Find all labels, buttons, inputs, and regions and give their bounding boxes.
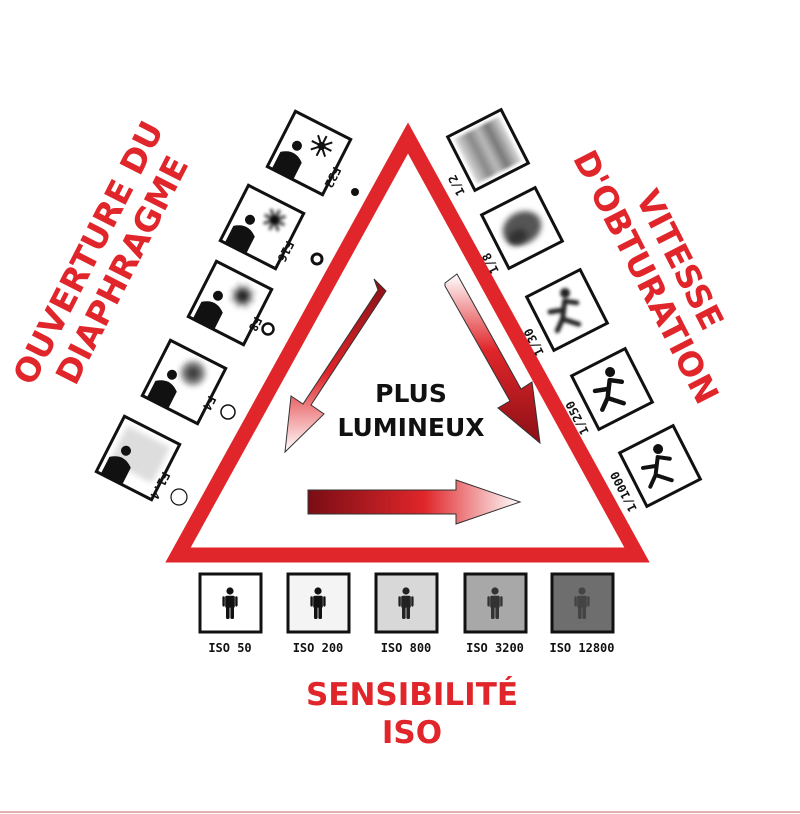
shutter-label-1-2: 1/2 bbox=[445, 172, 467, 198]
iso-tile-50: ISO 50 bbox=[198, 572, 263, 655]
center-label-line2: LUMINEUX bbox=[337, 413, 484, 442]
shutter-tile-1-30: 1/30 bbox=[521, 267, 610, 358]
runner-icon bbox=[592, 367, 626, 412]
sunburst-icon bbox=[231, 284, 254, 308]
iso-label-50: ISO 50 bbox=[208, 641, 251, 655]
center-label-line1: PLUS bbox=[375, 379, 447, 408]
exposure-triangle bbox=[165, 122, 650, 563]
iso-label-800: ISO 800 bbox=[381, 641, 432, 655]
iso-label-3200: ISO 3200 bbox=[466, 641, 524, 655]
aperture-tile-f4: F4 bbox=[140, 338, 228, 426]
runner-icon bbox=[641, 444, 674, 489]
runner-icon bbox=[547, 288, 582, 334]
sunburst-icon bbox=[263, 208, 286, 232]
arrow-up-right bbox=[444, 273, 541, 445]
arrow-left-down bbox=[284, 278, 387, 454]
aperture-tile-f1.4: F1.4 bbox=[94, 414, 182, 502]
aperture-tile-f32: F32 bbox=[265, 109, 353, 197]
shutter-tile-1-8: 1/8 bbox=[479, 185, 565, 276]
aperture-circle-f32 bbox=[351, 188, 359, 196]
aperture-circle-f1.4 bbox=[170, 488, 188, 506]
iso-tile-3200: ISO 3200 bbox=[463, 572, 528, 655]
aperture-label-f8: F8 bbox=[246, 314, 265, 333]
aperture-tile-f16: F16 bbox=[218, 183, 306, 271]
sunburst-icon bbox=[310, 134, 333, 158]
iso-tile-12800: ISO 12800 bbox=[549, 572, 615, 655]
arrow-right bbox=[307, 479, 522, 525]
iso-tile-200: ISO 200 bbox=[286, 572, 351, 655]
aperture-circle-f16 bbox=[310, 252, 324, 266]
iso-label-12800: ISO 12800 bbox=[549, 641, 614, 655]
iso-title-line2: ISO bbox=[382, 715, 442, 751]
aperture-label-f4: F4 bbox=[200, 393, 219, 412]
aperture-circle-f4 bbox=[220, 404, 236, 420]
aperture-tile-f8: F8 bbox=[186, 259, 274, 347]
iso-tile-800: ISO 800 bbox=[374, 572, 439, 655]
iso-title-line1: SENSIBILITÉ bbox=[306, 677, 518, 713]
iso-label-200: ISO 200 bbox=[293, 641, 344, 655]
aperture-circle-f8 bbox=[261, 322, 275, 336]
shutter-tile-1-2: 1/2 bbox=[445, 107, 531, 198]
